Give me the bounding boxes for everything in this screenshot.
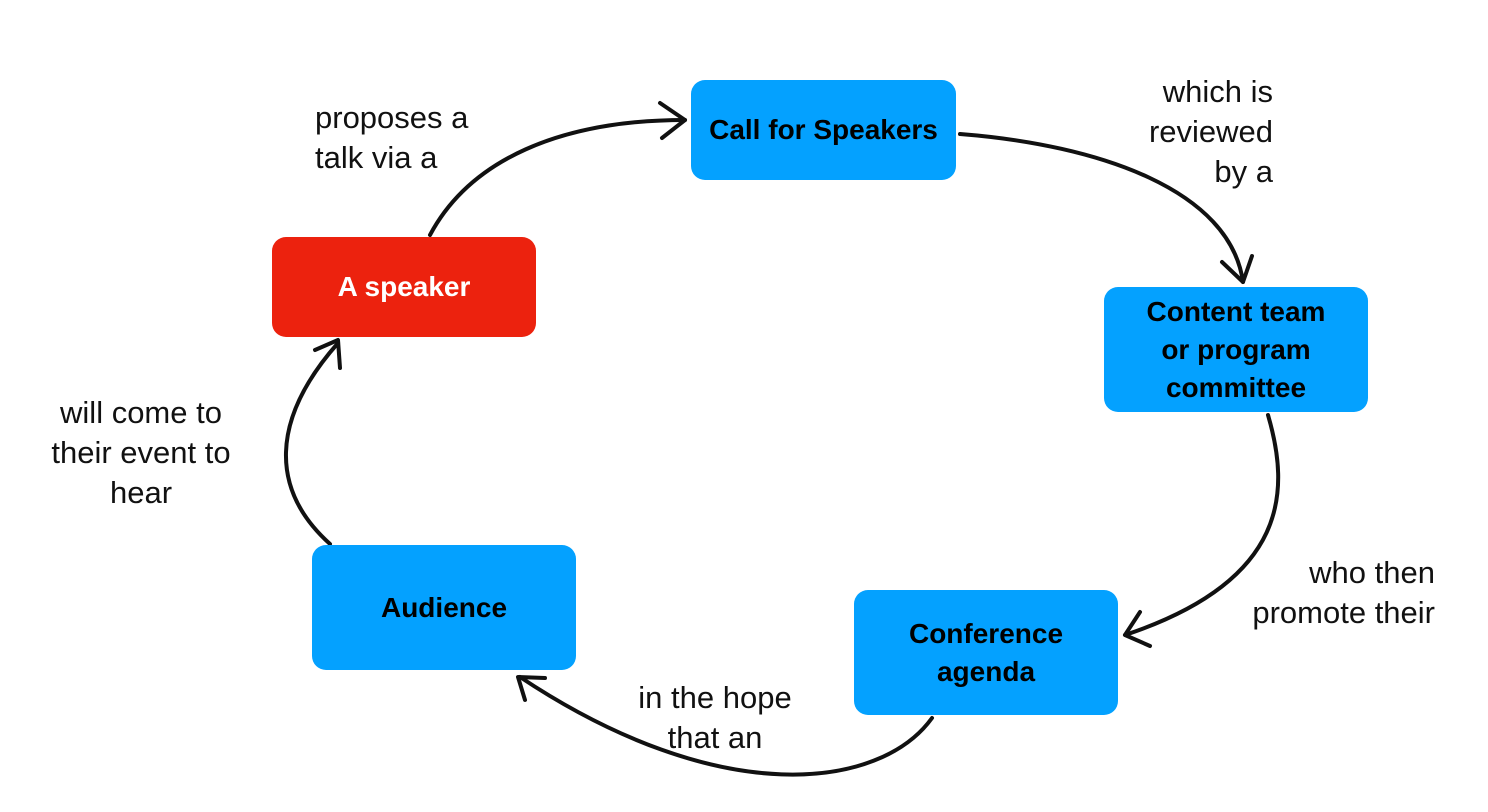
node-label-line: agenda (936, 655, 1036, 687)
arrow-agenda-to-audience (518, 675, 934, 777)
node-label: A speaker (337, 271, 471, 302)
node-a-speaker: A speaker (272, 237, 536, 337)
edge-label-hope: in the hope that an (610, 678, 820, 758)
arrow-cfs-to-content (958, 132, 1245, 284)
arrow-audience-to-speaker (284, 341, 340, 546)
arrowhead-content (1220, 254, 1254, 284)
edge-label-line: reviewed (1148, 114, 1273, 149)
edge-label-proposes: proposes a talk via a (315, 98, 468, 178)
edge-label-reviewed: which is reviewed by a (1073, 72, 1273, 192)
node-label-line: Content team (1146, 295, 1326, 327)
node-label-line: committee (1165, 371, 1307, 403)
node-label: Audience (380, 591, 508, 623)
edge-label-line: which is (1162, 74, 1273, 109)
edge-label-line: proposes a (315, 100, 469, 135)
arrowhead-audience (516, 675, 547, 702)
node-conference-agenda: Conference agenda (854, 590, 1118, 715)
arrow-speaker-to-cfs (428, 118, 687, 237)
node-label-line: or program (1161, 333, 1311, 365)
edge-label-line: promote their (1252, 595, 1435, 630)
edge-label-line: hear (109, 475, 173, 510)
edge-label-line: their event to (51, 435, 231, 470)
edge-label-line: in the hope (638, 680, 792, 715)
arrowhead-agenda (1123, 610, 1152, 648)
node-content-team: Content team or program committee (1104, 287, 1368, 412)
node-label-line: Conference (908, 617, 1064, 649)
edge-label-line: by a (1214, 154, 1273, 189)
arrow-content-to-agenda (1123, 413, 1281, 637)
node-audience: Audience (312, 545, 576, 670)
edge-label-line: that an (667, 720, 763, 755)
edge-label-line: talk via a (315, 140, 438, 175)
node-label: Call for Speakers (709, 114, 938, 145)
edge-label-line: will come to (60, 395, 222, 430)
arrowhead-speaker (313, 338, 342, 370)
edge-label-promote: who then promote their (1200, 553, 1435, 633)
edge-label-line: who then (1309, 555, 1435, 590)
edge-label-will-come: will come to their event to hear (30, 393, 252, 513)
arrowhead-cfs (658, 101, 687, 140)
node-call-for-speakers: Call for Speakers (691, 80, 956, 180)
